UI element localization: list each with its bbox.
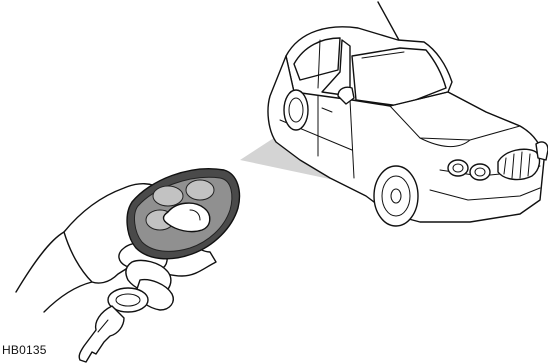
key-blade-icon [79, 306, 124, 362]
key-fob-icon [127, 169, 239, 259]
figure-id: HB0135 [2, 343, 47, 357]
car-icon [268, 2, 548, 226]
